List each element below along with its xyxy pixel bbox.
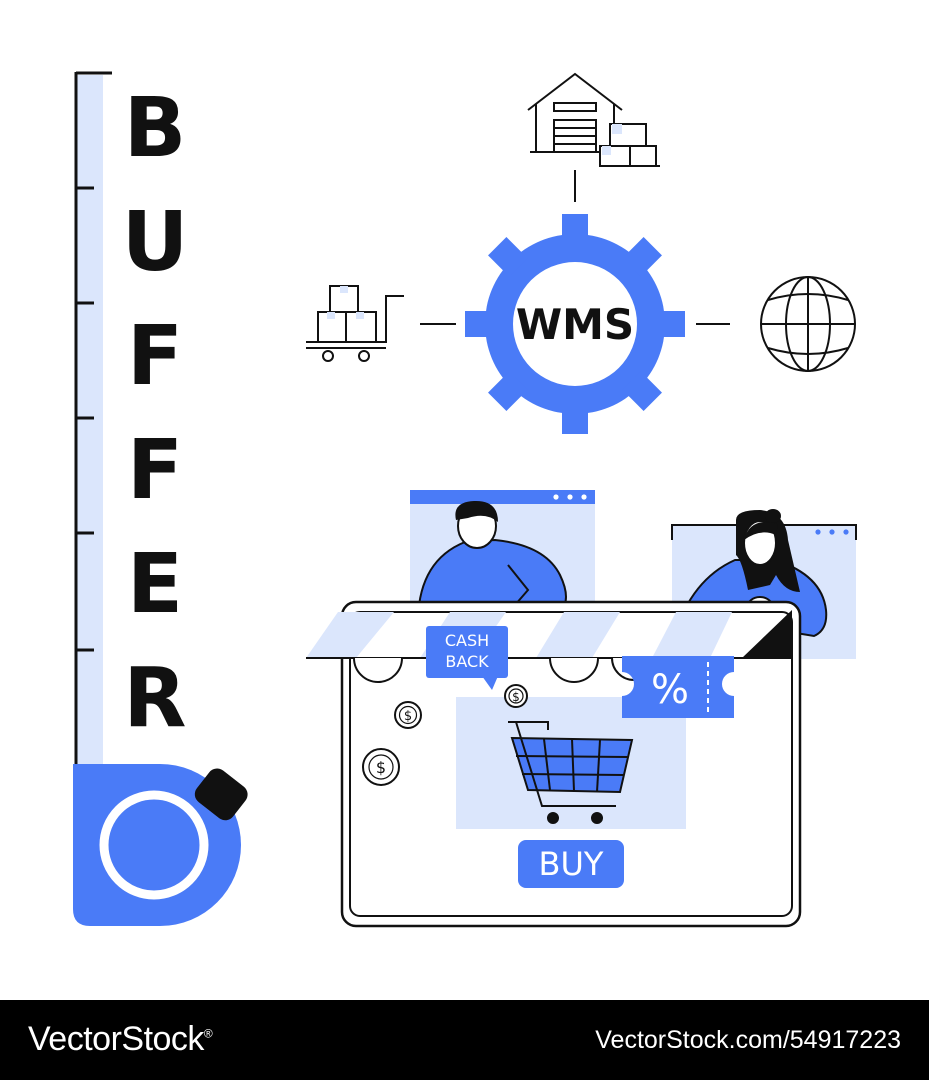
shopping-cart-icon — [508, 721, 634, 824]
watermark-brand: VectorStock® — [28, 1020, 213, 1058]
gear-icon: WMS — [465, 214, 685, 434]
watermark-stock-id: VectorStock.com/54917223 — [595, 1026, 901, 1054]
buy-button-label: BUY — [539, 845, 604, 883]
coin-symbol: $ — [512, 690, 520, 704]
cashback-badge: CASH BACK — [426, 626, 508, 690]
cashback-label: CASH — [445, 631, 489, 650]
cashback-label: BACK — [445, 652, 489, 671]
illustration: B U F F E R — [73, 71, 857, 928]
globe-icon — [760, 276, 856, 372]
tape-reel — [99, 790, 209, 900]
warehouse-icon — [527, 72, 660, 167]
buffer-letter: B — [124, 81, 187, 176]
tape-measure-icon — [73, 71, 248, 926]
coin-icon: $ — [394, 701, 422, 729]
tape-strip — [76, 75, 103, 765]
buffer-letter: U — [122, 195, 189, 290]
buffer-word: B U F F E R — [122, 81, 189, 746]
connector-lines — [420, 170, 730, 325]
coupon-label: % — [651, 667, 689, 713]
watermark-footer: VectorStock® VectorStock.com/54917223 — [0, 1000, 929, 1080]
coin-symbol: $ — [376, 758, 386, 777]
gear-label: WMS — [516, 300, 634, 349]
cart-trolley-icon — [306, 285, 404, 362]
buffer-letter: F — [127, 423, 183, 518]
buffer-letter: E — [127, 537, 183, 632]
coin-icon: $ — [362, 748, 400, 786]
buffer-letter: F — [127, 309, 183, 404]
tape-ticks — [76, 186, 94, 652]
coupon-icon: % — [622, 656, 734, 718]
buffer-letter: R — [123, 651, 186, 746]
buy-button[interactable]: BUY — [518, 840, 624, 888]
coin-icon: $ — [504, 684, 528, 708]
coin-symbol: $ — [404, 709, 412, 724]
tape-hook — [194, 768, 248, 821]
